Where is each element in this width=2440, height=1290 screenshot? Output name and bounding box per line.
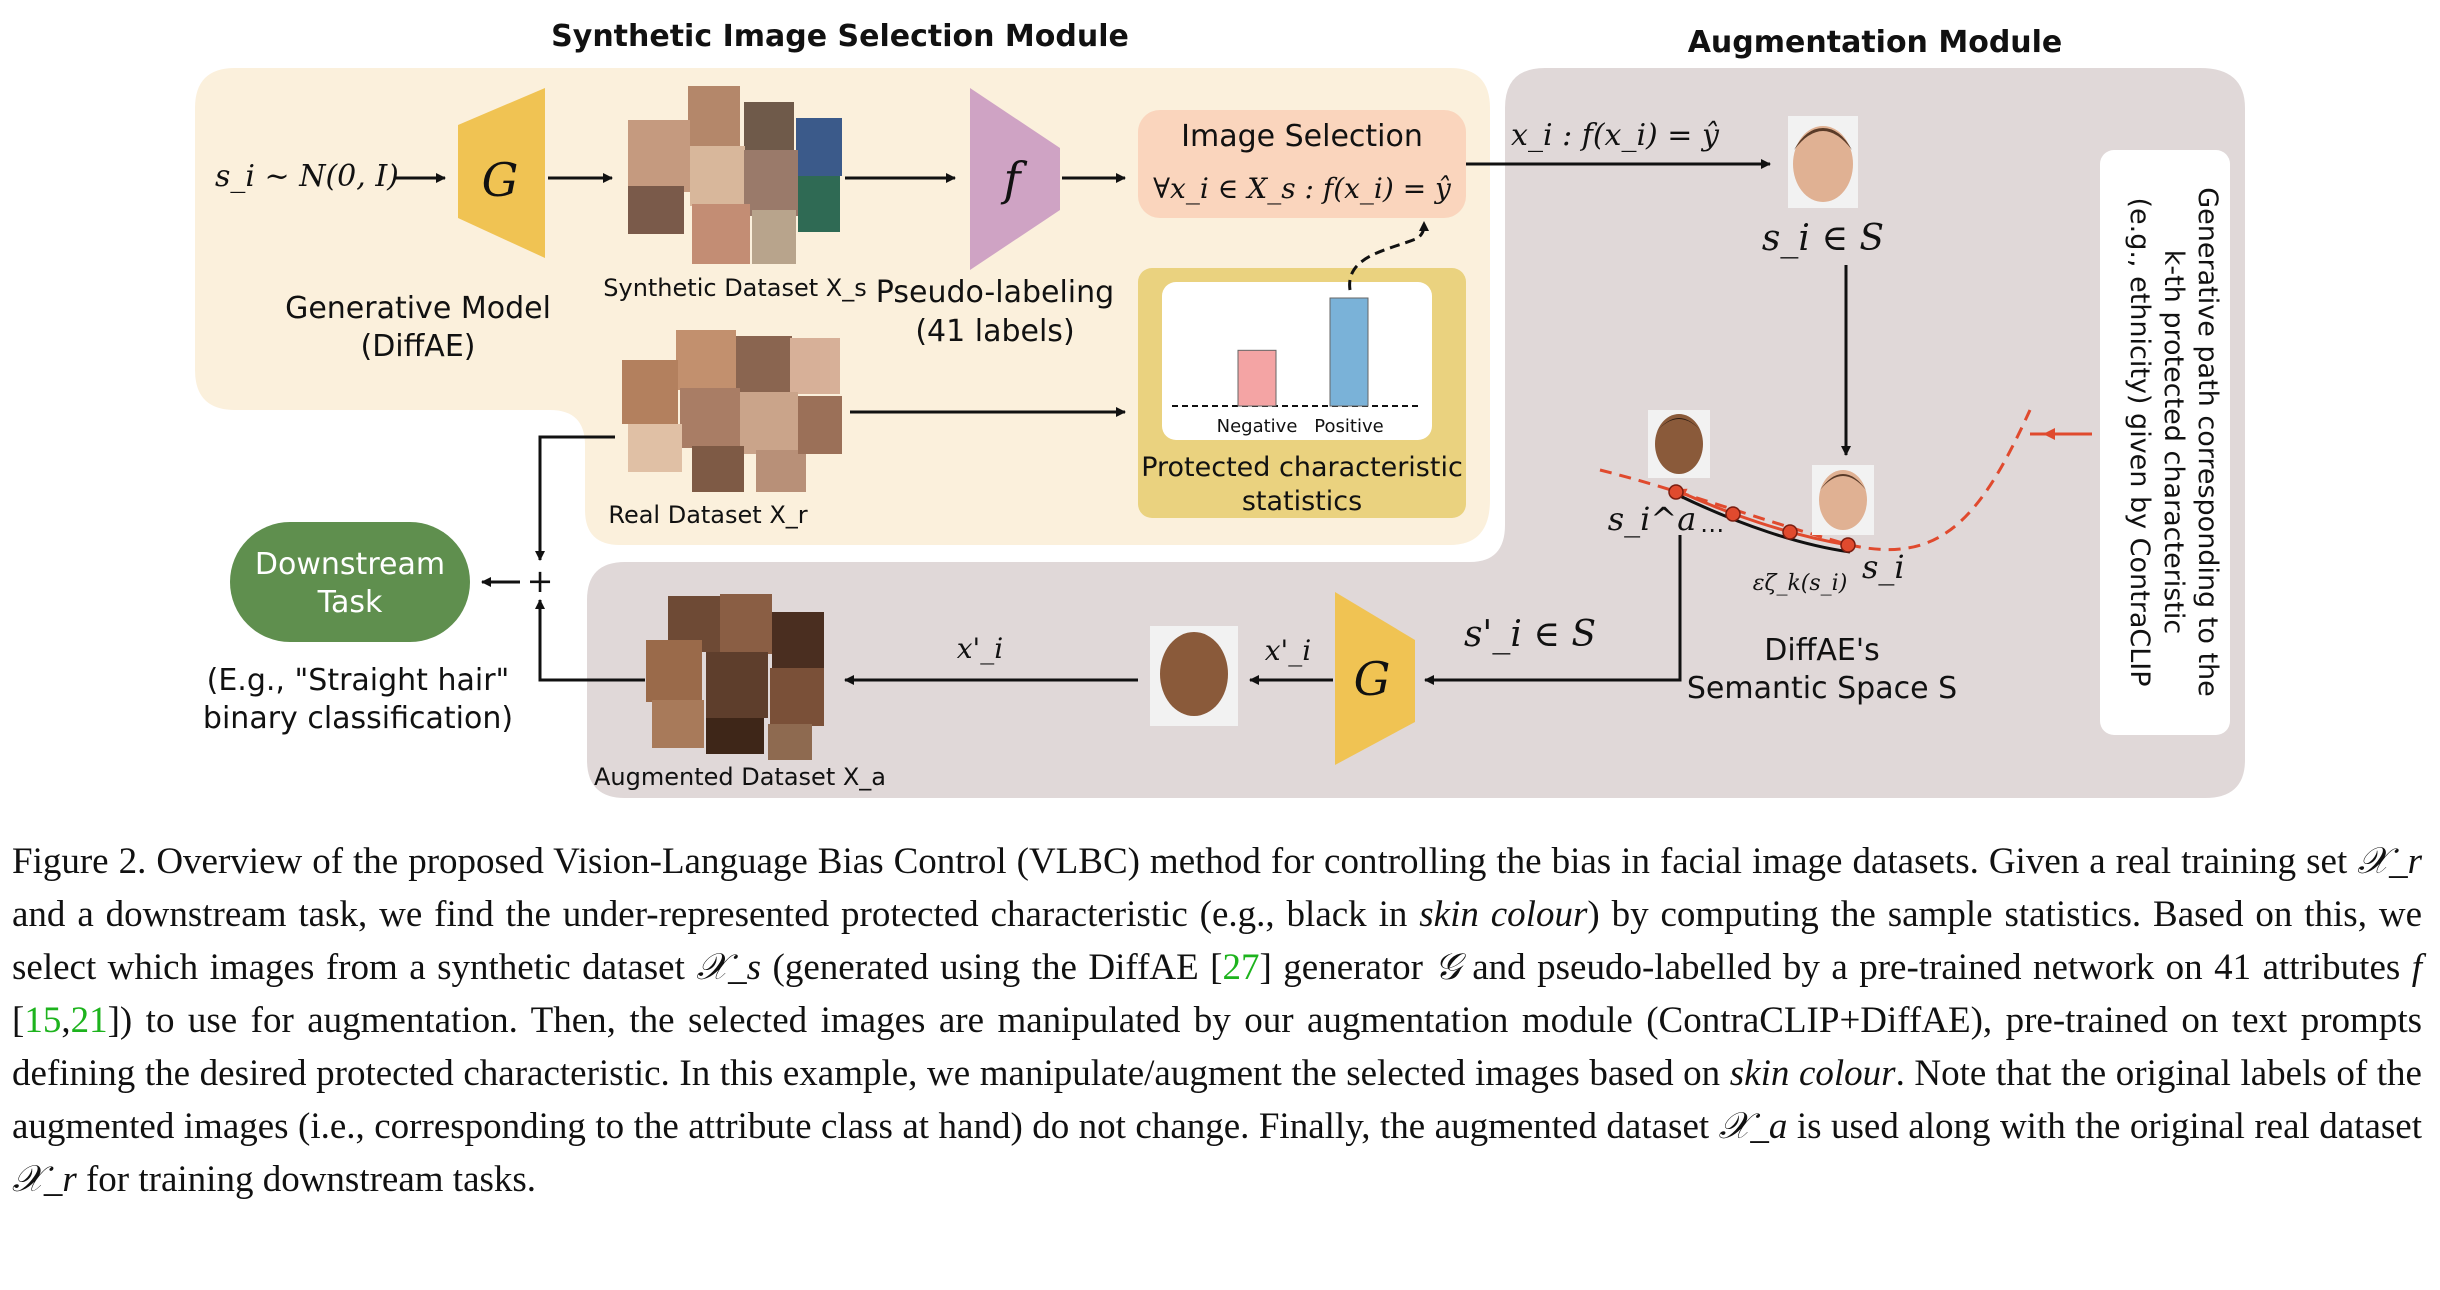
caption-text: ] generator xyxy=(1259,947,1435,988)
generator-shape xyxy=(458,88,545,258)
source-latent-label: s_i xyxy=(1862,548,1905,586)
caption-generator: 𝒢 xyxy=(1434,947,1461,988)
path-dots: ⋯ xyxy=(1700,516,1724,544)
citation-link[interactable]: 15 xyxy=(24,1000,62,1041)
path-start-face xyxy=(1812,465,1874,535)
caption-text: ]) to use for augmentation. Then, the se… xyxy=(12,1000,2422,1094)
side-note-box xyxy=(2100,150,2230,735)
figure-caption: Figure 2. Overview of the proposed Visio… xyxy=(12,835,2422,1206)
caption-text: (generated using the DiffAE [ xyxy=(761,947,1223,988)
bar-negative-label: Negative xyxy=(1217,416,1298,437)
semantic-space-line2: Semantic Space S xyxy=(1687,671,1957,706)
combine-symbol: + xyxy=(527,562,554,600)
side-note-line1: Generative path corresponding to the xyxy=(2192,187,2223,697)
path-point xyxy=(1725,506,1741,522)
method-overview-diagram: Synthetic Image Selection Module Augment… xyxy=(195,19,2245,798)
downstream-task-label2: Task xyxy=(317,585,383,620)
caption-text: , xyxy=(61,1000,71,1041)
caption-augmented-set: 𝒳_a xyxy=(1718,1106,1788,1147)
caption-real-set: 𝒳_r xyxy=(12,1159,77,1200)
caption-emphasis: skin colour xyxy=(1729,1053,1896,1094)
caption-text: for training downstream tasks. xyxy=(76,1159,537,1200)
caption-text: is used along with the original real dat… xyxy=(1787,1106,2422,1147)
path-point xyxy=(1782,524,1798,540)
real-to-combine-line xyxy=(535,435,615,561)
augmented-to-combine-line xyxy=(535,599,645,682)
side-note-line2: k-th protected characteristic xyxy=(2158,250,2189,635)
selected-face-image xyxy=(1788,116,1858,208)
decoder-shape xyxy=(1335,592,1415,765)
caption-real-set: 𝒳_r xyxy=(2357,841,2422,882)
generator-symbol: G xyxy=(482,153,519,207)
caption-f: f xyxy=(2411,947,2423,988)
downstream-task-box xyxy=(230,522,470,642)
citation-link[interactable]: 21 xyxy=(70,1000,108,1041)
decoder-input-label: s'_i ∈ S xyxy=(1464,614,1596,655)
caption-label: Figure 2. xyxy=(12,841,147,882)
semantic-space-line1: DiffAE's xyxy=(1764,633,1879,668)
caption-text: Overview of the proposed Vision-Language… xyxy=(146,841,2358,882)
synthetic-dataset-label: Synthetic Dataset X_s xyxy=(603,274,867,302)
bar-negative xyxy=(1237,349,1277,407)
generator-subname: (DiffAE) xyxy=(361,329,476,364)
augmented-dataset-label: Augmented Dataset X_a xyxy=(594,763,886,791)
generator-name: Generative Model xyxy=(285,291,551,326)
augmented-arrow-label: x'_i xyxy=(957,632,1003,665)
downstream-note-line2: binary classification) xyxy=(203,701,513,736)
bar-positive xyxy=(1329,297,1369,407)
synthetic-dataset-collage xyxy=(628,86,842,264)
augmented-face-image xyxy=(1150,626,1238,726)
caption-synthetic-set: 𝒳_s xyxy=(696,947,762,988)
real-dataset-label: Real Dataset X_r xyxy=(608,501,807,529)
statistics-caption-line2: statistics xyxy=(1242,486,1362,517)
pseudo-labeling-label: Pseudo-labeling xyxy=(876,275,1114,310)
caption-text: [ xyxy=(12,1000,25,1041)
real-dataset-collage xyxy=(622,330,842,492)
augmentation-module-title: Augmentation Module xyxy=(1688,25,2063,60)
downstream-note-line1: (E.g., "Straight hair" xyxy=(207,663,510,698)
pseudo-labeling-count: (41 labels) xyxy=(915,314,1074,349)
decoder-output-label: x'_i xyxy=(1265,634,1311,667)
bar-positive-label: Positive xyxy=(1314,416,1383,437)
image-selection-title: Image Selection xyxy=(1181,119,1423,154)
side-note-line3: (e.g., ethnicity) given by ContraCLIP xyxy=(2124,197,2155,686)
caption-emphasis: skin colour xyxy=(1419,894,1588,935)
caption-text: and pseudo-labelled by a pre-trained net… xyxy=(1460,947,2412,988)
image-selection-box xyxy=(1138,110,1466,218)
selection-arrow-label: x_i : f(x_i) = ŷ xyxy=(1511,118,1720,153)
citation-link[interactable]: 27 xyxy=(1222,947,1260,988)
downstream-task-label: Downstream xyxy=(255,547,445,582)
decoder-symbol: G xyxy=(1354,652,1391,706)
pseudo-labeler-shape xyxy=(970,88,1060,270)
generative-path-solid xyxy=(1674,488,1849,547)
statistics-caption-line1: Protected characteristic xyxy=(1141,452,1463,483)
caption-text: . Note that the original labels of the a… xyxy=(12,1053,2422,1147)
caption-text: and a downstream task, we find the under… xyxy=(12,894,1420,935)
path-point xyxy=(1668,484,1684,500)
path-step-label: εζ_k(s_i) xyxy=(1753,571,1848,596)
caption-text: ) by computing the sample statistics. Ba… xyxy=(12,894,2423,988)
semantic-to-decoder-arrow xyxy=(1424,535,1682,685)
latent-input-label: s_i ~ N(0, I) xyxy=(215,159,399,194)
image-selection-formula: ∀x_i ∈ X_s : f(x_i) = ŷ xyxy=(1153,172,1452,205)
statistics-to-selection-dashed-arrow xyxy=(1348,221,1430,291)
augmented-dataset-collage xyxy=(646,594,824,760)
augmentation-module-background xyxy=(587,68,2245,798)
path-end-face xyxy=(1648,410,1710,478)
synthetic-module-title: Synthetic Image Selection Module xyxy=(551,19,1129,54)
selected-latent-label: s_i ∈ S xyxy=(1762,218,1884,259)
augmented-latent-label: s_i^a xyxy=(1608,500,1697,538)
manifold-curve xyxy=(1677,493,1851,554)
path-point xyxy=(1840,537,1856,553)
